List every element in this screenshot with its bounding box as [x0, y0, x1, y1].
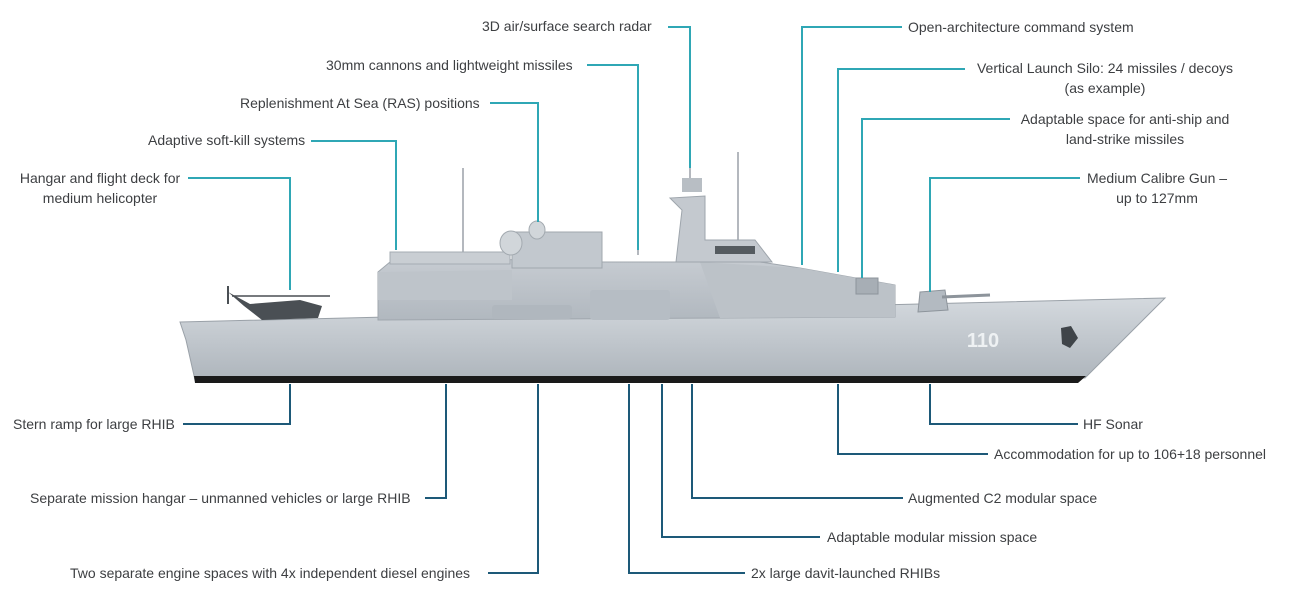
label-open-arch: Open-architecture command system [908, 19, 1134, 35]
upper-leaders [188, 26, 1080, 292]
lower-leaders [183, 384, 1078, 574]
bridge-tower [668, 195, 774, 263]
label-c2: Augmented C2 modular space [908, 490, 1098, 506]
label-antiship: Adaptable space for anti-ship and land-s… [1013, 109, 1237, 149]
label-gun-line1: Medium Calibre Gun – [1086, 170, 1228, 186]
label-softkill: Adaptive soft-kill systems [148, 132, 306, 148]
radome-2 [528, 220, 546, 240]
label-vls-line1: Vertical Launch Silo: 24 missiles / deco… [976, 60, 1233, 76]
upper-block [511, 231, 603, 269]
vls [855, 277, 879, 295]
ship-crest [1061, 326, 1078, 348]
label-gun-line2: up to 127mm [1116, 190, 1198, 206]
keel-line [194, 376, 1086, 383]
label-antiship-line2: land-strike missiles [1065, 131, 1185, 147]
label-hangar-line1: Hangar and flight deck for [19, 170, 181, 186]
label-antiship-line1: Adaptable space for anti-ship and [1020, 111, 1230, 127]
radome-1 [499, 230, 523, 256]
label-gun: Medium Calibre Gun – up to 127mm [1082, 168, 1232, 208]
label-modular: Adaptable modular mission space [827, 529, 1038, 545]
label-radar: 3D air/surface search radar [482, 18, 652, 34]
label-ras: Replenishment At Sea (RAS) positions [240, 95, 480, 111]
label-vls-line2: (as example) [1064, 80, 1146, 96]
helicopter [227, 286, 330, 320]
label-rhibs: 2x large davit-launched RHIBs [751, 565, 941, 581]
main-gun [917, 289, 949, 313]
hull-number: 110 [967, 330, 999, 352]
label-engines: Two separate engine spaces with 4x indep… [70, 565, 471, 581]
label-hangar: Hangar and flight deck for medium helico… [10, 168, 190, 208]
label-accommodation: Accommodation for up to 106+18 personnel [994, 446, 1267, 462]
label-sonar: HF Sonar [1083, 416, 1143, 432]
label-hangar-line2: medium helicopter [42, 190, 158, 206]
label-mission-hangar: Separate mission hangar – unmanned vehic… [30, 490, 411, 506]
aft-block [378, 270, 512, 300]
label-vls: Vertical Launch Silo: 24 missiles / deco… [970, 58, 1240, 98]
label-stern-ramp: Stern ramp for large RHIB [13, 416, 175, 432]
forward-deckhouse [700, 262, 895, 318]
label-cannons: 30mm cannons and lightweight missiles [326, 57, 573, 73]
